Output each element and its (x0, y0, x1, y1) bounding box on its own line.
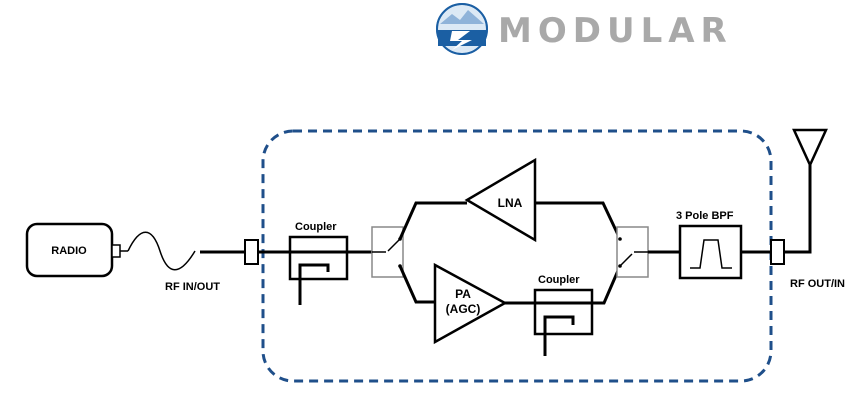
lna-amplifier: LNA (467, 160, 535, 240)
right-rf-port (771, 240, 784, 264)
bandpass-filter: 3 Pole BPF (676, 210, 741, 278)
coupler-left-label: Coupler (295, 221, 337, 233)
radio-connector (112, 245, 120, 257)
modular-logo: MODULAR (437, 4, 733, 54)
coupler-right: Coupler (535, 274, 592, 356)
coupler-right-label: Coupler (538, 274, 580, 286)
pa-label-line1: PA (455, 287, 471, 301)
brand-text: MODULAR (498, 11, 733, 51)
rf-out-in-label: RF OUT/IN (790, 278, 845, 290)
antenna-icon (794, 130, 826, 165)
radio-label: RADIO (51, 245, 87, 257)
switch-right (617, 227, 648, 277)
pa-label-line2: (AGC) (446, 302, 481, 316)
mountain-globe-icon (437, 4, 487, 54)
radio-block: RADIO (27, 224, 112, 276)
coupler-left: Coupler (290, 221, 347, 305)
rf-in-out-label: RF IN/OUT (165, 281, 220, 293)
bpf-label: 3 Pole BPF (676, 210, 734, 222)
coax-cable (128, 232, 195, 270)
left-rf-port (245, 240, 258, 264)
pa-amplifier: PA (AGC) (435, 265, 505, 342)
lna-label: LNA (498, 196, 523, 210)
switch-left (372, 227, 403, 277)
